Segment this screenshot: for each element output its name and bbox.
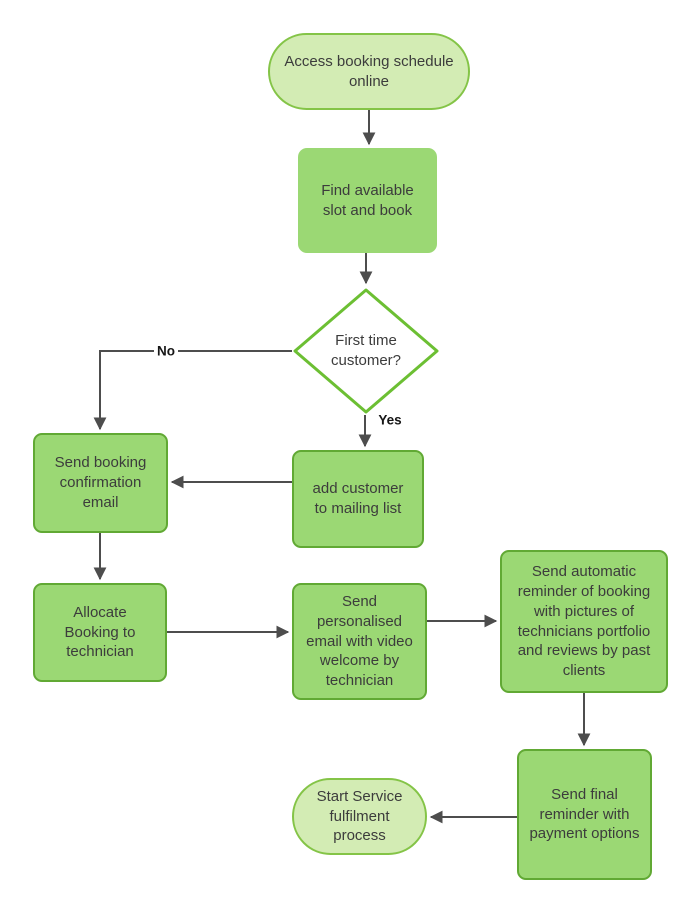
node-start-terminator: Access booking schedule online [268,33,470,110]
node-label: Send automatic reminder of booking with … [517,562,651,680]
node-label: add customer to mailing list [312,480,404,517]
diamond-icon [293,288,439,414]
node-send-confirmation-process: Send booking confirmation email [33,433,168,533]
node-label: First time customer? [330,332,402,369]
node-label: Send personalised email with video welco… [306,592,413,690]
edge-label-no: No [154,343,178,359]
node-final-reminder-process: Send final reminder with payment options [517,749,652,880]
node-auto-reminder-process: Send automatic reminder of booking with … [500,550,668,693]
node-add-customer-process: add customer to mailing list [292,450,424,548]
node-label: Allocate Booking to technician [64,603,136,661]
node-first-time-decision: First time customer? [292,287,440,415]
node-label: Send final reminder with payment options [529,785,640,843]
node-label: Start Service fulfilment process [316,787,403,845]
node-personalised-email-process: Send personalised email with video welco… [292,583,427,700]
node-allocate-process: Allocate Booking to technician [33,583,167,682]
node-find-slot-process: Find available slot and book [298,148,437,253]
edge-label-yes: Yes [378,412,402,428]
node-label: Find available slot and book [321,181,414,219]
node-label: Send booking confirmation email [54,454,147,511]
connector-decision-no [93,350,292,431]
node-label: Access booking schedule online [284,52,454,90]
node-end-terminator: Start Service fulfilment process [292,778,427,855]
